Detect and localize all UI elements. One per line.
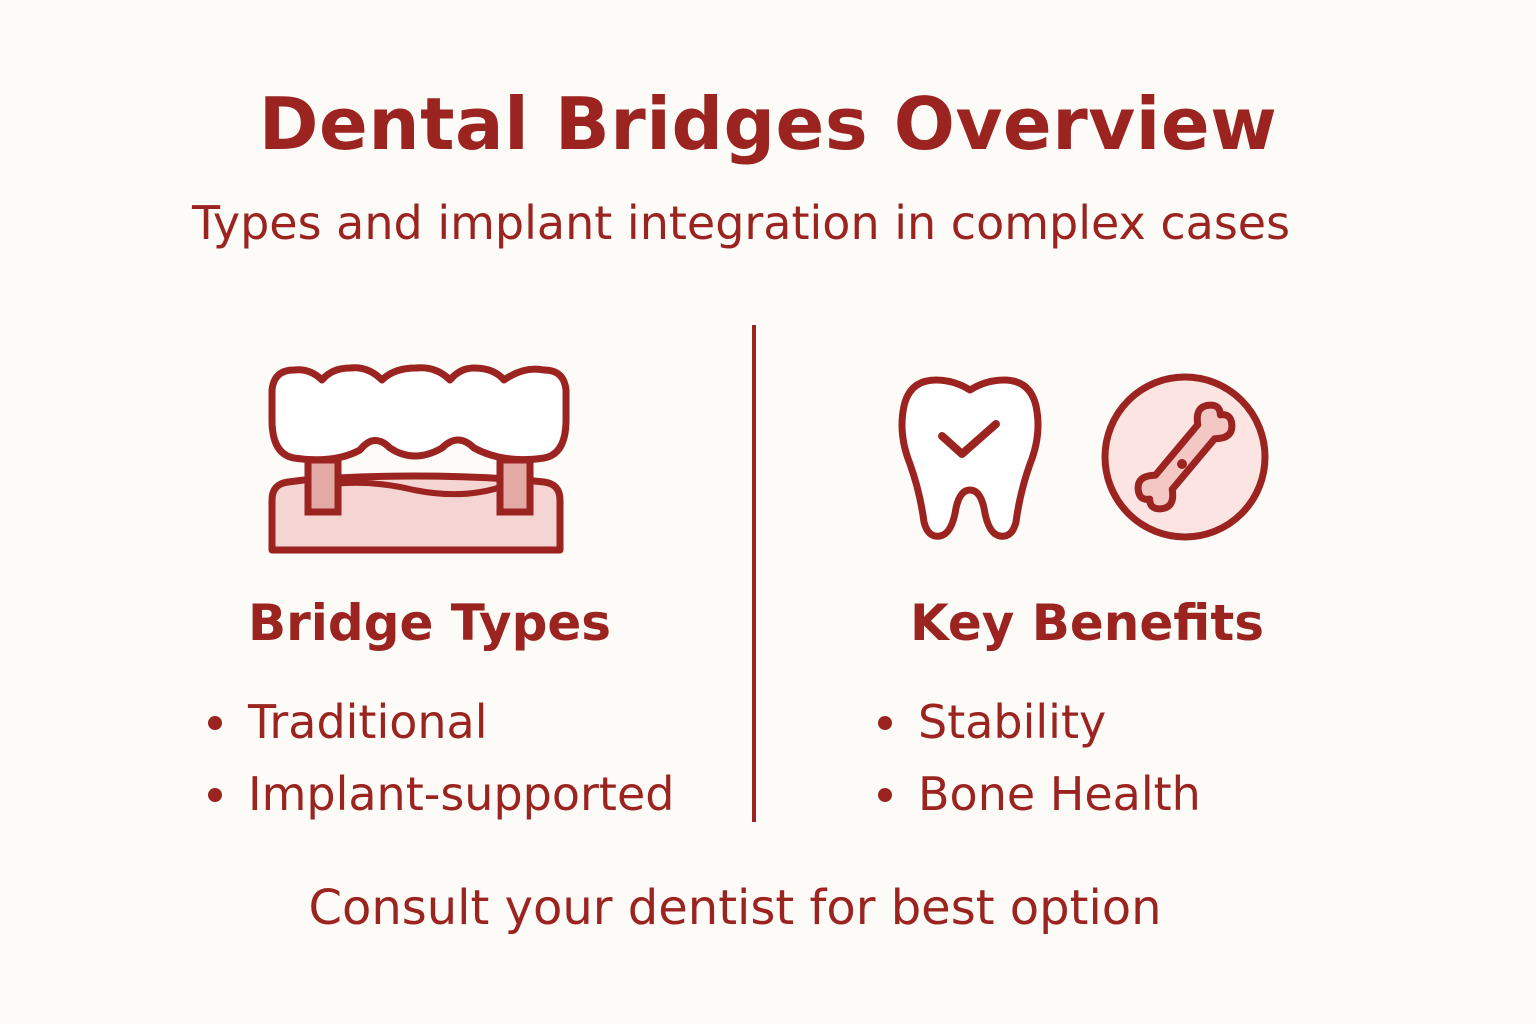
footer-note: Consult your dentist for best option: [308, 880, 1162, 936]
list-item: Implant-supported: [206, 764, 674, 836]
bridge-types-heading: Bridge Types: [248, 594, 612, 652]
key-benefits-heading: Key Benefits: [910, 594, 1265, 652]
list-item: Traditional: [206, 692, 674, 764]
bullet-icon: [878, 788, 892, 802]
page-subtitle: Types and implant integration in complex…: [191, 196, 1291, 250]
list-item: Stability: [876, 692, 1201, 764]
bullet-icon: [208, 716, 222, 730]
list-item: Bone Health: [876, 764, 1201, 836]
list-item-label: Traditional: [248, 695, 488, 749]
key-benefits-list: Stability Bone Health: [876, 692, 1201, 836]
list-item-label: Bone Health: [918, 767, 1201, 821]
list-item-label: Implant-supported: [248, 767, 675, 821]
bullet-icon: [878, 716, 892, 730]
tooth-check-icon: [898, 376, 1042, 540]
page-title: Dental Bridges Overview: [258, 82, 1278, 166]
bridge-types-list: Traditional Implant-supported: [206, 692, 674, 836]
bullet-icon: [208, 788, 222, 802]
bone-icon: [1101, 373, 1269, 541]
list-item-label: Stability: [918, 695, 1107, 749]
dental-bridge-icon: [268, 364, 570, 554]
section-divider: [752, 325, 756, 822]
